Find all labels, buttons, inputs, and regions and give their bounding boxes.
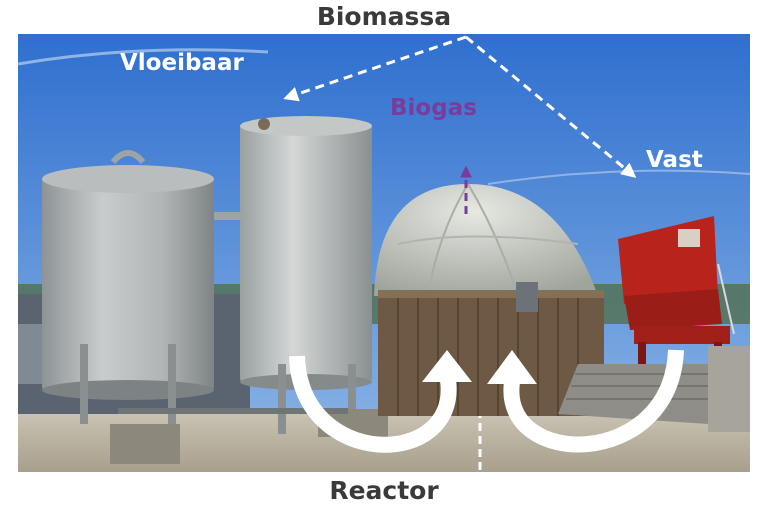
biomass-heading: Biomassa bbox=[316, 2, 452, 31]
reactor-heading: Reactor bbox=[329, 476, 439, 505]
liquid-feed-arrow bbox=[289, 350, 472, 453]
arrow-to-solid bbox=[465, 35, 637, 178]
solid-label: Vast bbox=[646, 147, 703, 173]
biogas-label: Biogas bbox=[390, 95, 477, 121]
arrow-to-liquid bbox=[283, 35, 467, 102]
liquid-label: Vloeibaar bbox=[120, 50, 244, 76]
solid-feed-arrow bbox=[487, 349, 684, 453]
